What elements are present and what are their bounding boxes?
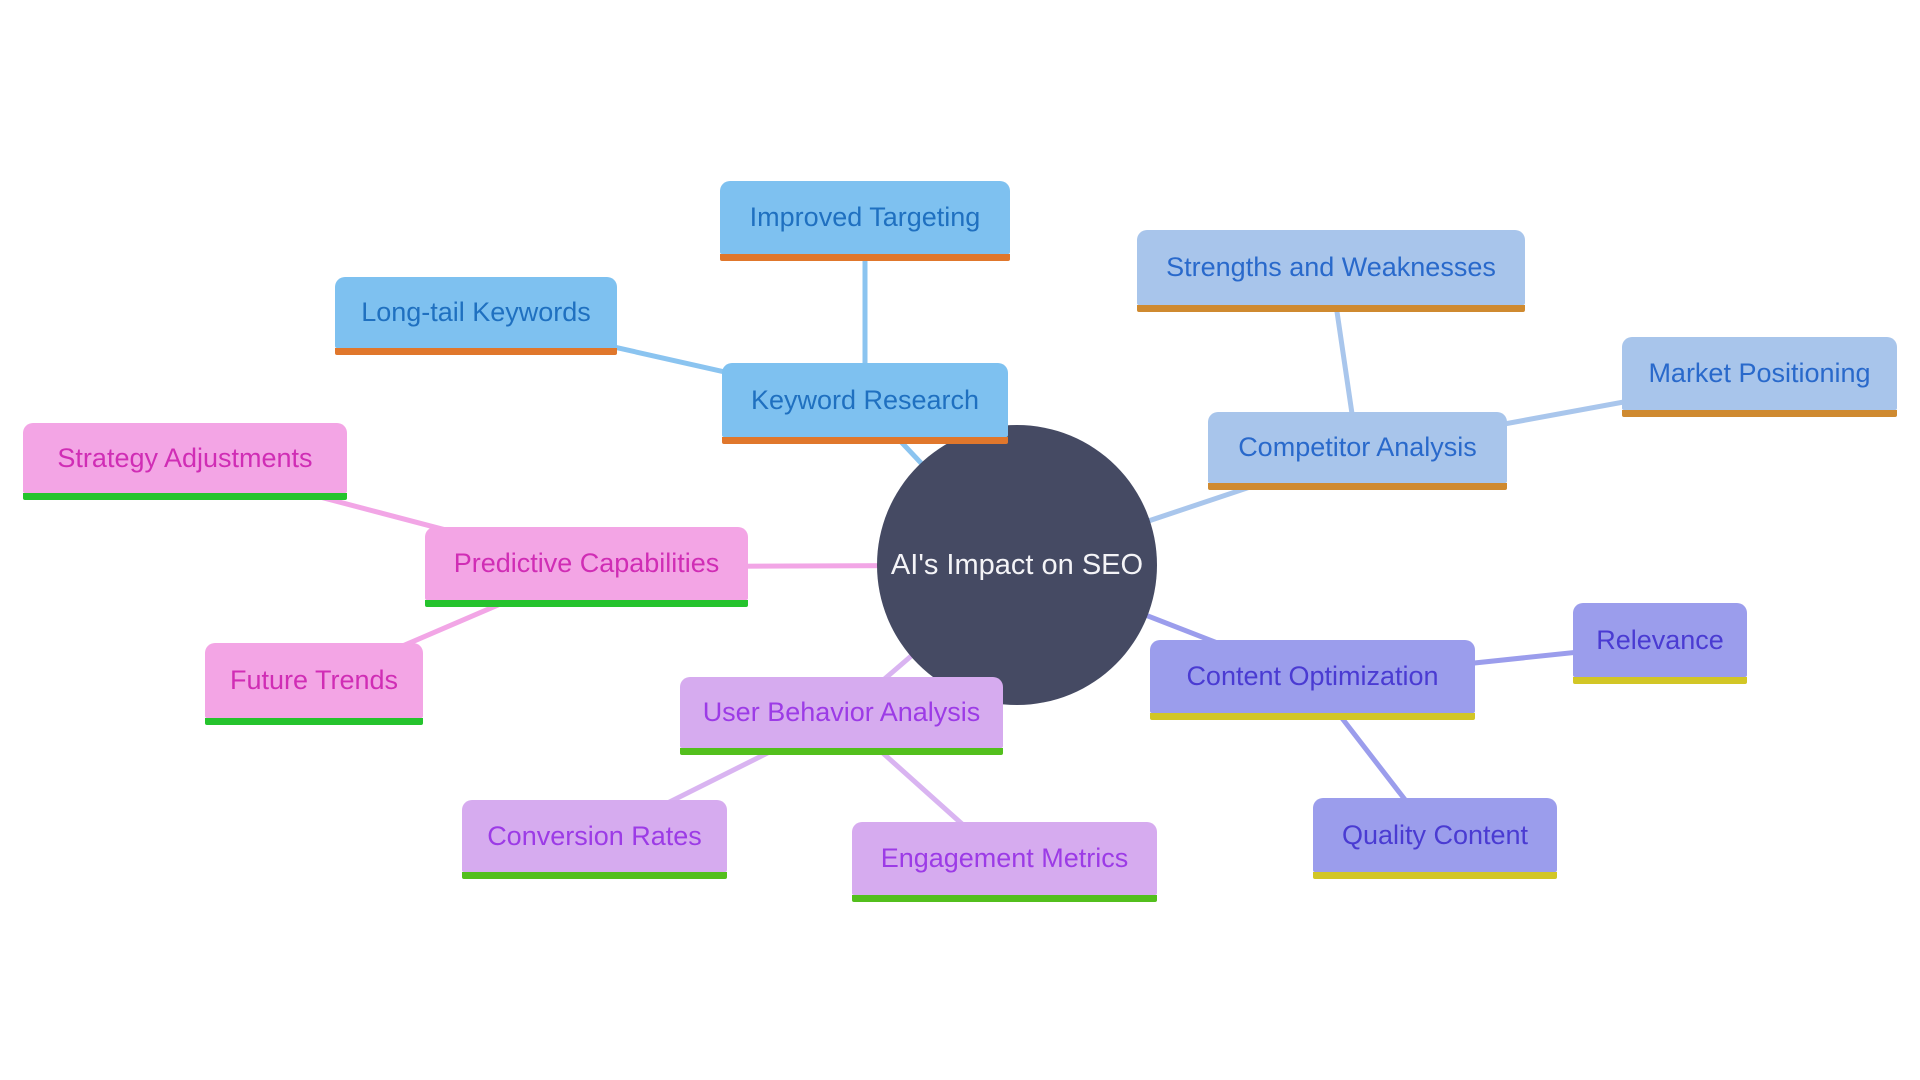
node-future-trends[interactable]: Future Trends (205, 643, 423, 725)
node-content-optimization[interactable]: Content Optimization (1150, 640, 1475, 720)
node-box-conversion-rates: Conversion Rates (462, 800, 727, 872)
node-box-strengths-and-weaknesses: Strengths and Weaknesses (1137, 230, 1525, 305)
node-label-market-positioning: Market Positioning (1648, 358, 1871, 388)
node-label-strengths-and-weaknesses: Strengths and Weaknesses (1166, 252, 1496, 282)
node-strengths-and-weaknesses[interactable]: Strengths and Weaknesses (1137, 230, 1525, 312)
node-market-positioning[interactable]: Market Positioning (1622, 337, 1897, 417)
node-label-quality-content: Quality Content (1341, 819, 1529, 850)
node-underline-predictive-capabilities (425, 600, 748, 607)
node-label-content-optimization: Content Optimization (1186, 661, 1439, 691)
node-engagement-metrics[interactable]: Engagement Metrics (852, 822, 1157, 902)
node-box-predictive-capabilities: Predictive Capabilities (425, 527, 748, 600)
node-label-improved-targeting: Improved Targeting (749, 202, 981, 232)
node-long-tail-keywords[interactable]: Long-tail Keywords (335, 277, 617, 355)
node-underline-content-optimization (1150, 713, 1475, 720)
node-conversion-rates[interactable]: Conversion Rates (462, 800, 727, 879)
node-label-long-tail-keywords: Long-tail Keywords (361, 297, 591, 327)
node-box-improved-targeting: Improved Targeting (720, 181, 1010, 254)
node-label-predictive-capabilities: Predictive Capabilities (453, 548, 720, 578)
node-competitor-analysis[interactable]: Competitor Analysis (1208, 412, 1507, 490)
node-box-competitor-analysis: Competitor Analysis (1208, 412, 1507, 483)
node-box-long-tail-keywords: Long-tail Keywords (335, 277, 617, 348)
node-strategy-adjustments[interactable]: Strategy Adjustments (23, 423, 347, 500)
node-underline-conversion-rates (462, 872, 727, 879)
node-underline-relevance (1573, 677, 1747, 684)
node-label-keyword-research: Keyword Research (750, 384, 980, 415)
node-label-engagement-metrics: Engagement Metrics (880, 843, 1129, 873)
node-box-strategy-adjustments: Strategy Adjustments (23, 423, 347, 493)
node-keyword-research[interactable]: Keyword Research (722, 363, 1008, 444)
node-label-user-behavior-analysis: User Behavior Analysis (702, 697, 981, 727)
node-box-user-behavior-analysis: User Behavior Analysis (680, 677, 1003, 748)
node-box-keyword-research: Keyword Research (722, 363, 1008, 437)
node-underline-long-tail-keywords (335, 348, 617, 355)
node-underline-strengths-and-weaknesses (1137, 305, 1525, 312)
node-box-future-trends: Future Trends (205, 643, 423, 718)
node-box-content-optimization: Content Optimization (1150, 640, 1475, 713)
node-underline-quality-content (1313, 872, 1557, 879)
node-relevance[interactable]: Relevance (1573, 603, 1747, 684)
node-box-relevance: Relevance (1573, 603, 1747, 677)
node-label-conversion-rates: Conversion Rates (487, 820, 702, 851)
node-quality-content[interactable]: Quality Content (1313, 798, 1557, 879)
node-underline-competitor-analysis (1208, 483, 1507, 490)
node-underline-keyword-research (722, 437, 1008, 444)
node-label-strategy-adjustments: Strategy Adjustments (57, 442, 313, 473)
node-box-engagement-metrics: Engagement Metrics (852, 822, 1157, 895)
node-underline-improved-targeting (720, 254, 1010, 261)
node-box-market-positioning: Market Positioning (1622, 337, 1897, 410)
node-underline-future-trends (205, 718, 423, 725)
node-label-relevance: Relevance (1596, 624, 1724, 655)
node-label-future-trends: Future Trends (229, 665, 399, 695)
central-topic-label: AI's Impact on SEO (890, 548, 1144, 581)
node-underline-market-positioning (1622, 410, 1897, 417)
node-underline-engagement-metrics (852, 895, 1157, 902)
node-improved-targeting[interactable]: Improved Targeting (720, 181, 1010, 261)
node-box-quality-content: Quality Content (1313, 798, 1557, 872)
node-predictive-capabilities[interactable]: Predictive Capabilities (425, 527, 748, 607)
central-topic-node[interactable]: AI's Impact on SEO (877, 425, 1157, 705)
node-underline-user-behavior-analysis (680, 748, 1003, 755)
node-user-behavior-analysis[interactable]: User Behavior Analysis (680, 677, 1003, 755)
node-label-competitor-analysis: Competitor Analysis (1238, 432, 1477, 462)
node-underline-strategy-adjustments (23, 493, 347, 500)
